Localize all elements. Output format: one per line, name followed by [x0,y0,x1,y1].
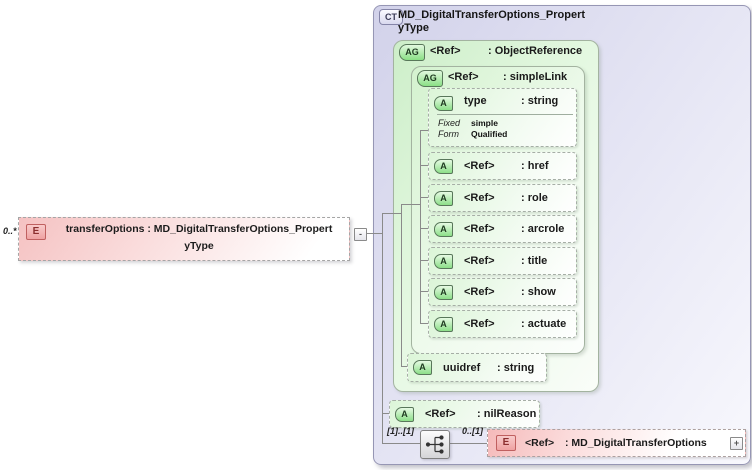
connector-line [421,323,430,324]
attributegroup-badge-simplelink: AG [417,70,443,87]
attribute-name: <Ref> [464,286,495,298]
attributegroup-name-objectreference: <Ref> [430,45,461,57]
attribute-row-title[interactable]: A <Ref> : title [428,247,577,275]
collapse-button[interactable]: - [354,228,367,241]
connector-line [421,260,430,261]
facet-form: Form Qualified [438,129,568,139]
connector-line [401,204,402,367]
attribute-name: <Ref> [464,318,495,330]
attribute-badge: A [434,96,453,111]
sequence-icon[interactable] [420,430,450,459]
attribute-row-show[interactable]: A <Ref> : show [428,278,577,306]
facet-fixed: Fixed simple [438,118,568,128]
attribute-type: : string [521,95,559,107]
element-badge: E [26,224,46,240]
attribute-name: <Ref> [464,192,495,204]
attribute-row-arcrole[interactable]: A <Ref> : arcrole [428,215,577,243]
attribute-row-role[interactable]: A <Ref> : role [428,184,577,212]
attribute-row-uuidref[interactable]: A uuidref : string [407,353,547,382]
attribute-badge: A [434,253,453,269]
attribute-type: : nilReason [477,408,537,420]
complextype-title: MD_DigitalTransferOptions_Propert yType [398,9,585,35]
facet-label-fixed: Fixed [438,118,461,128]
attributegroup-name-simplelink: <Ref> [448,71,479,83]
connector-line [383,413,390,414]
sequence-glyph [425,435,444,454]
connector-line [420,130,421,324]
attribute-type: : show [521,286,556,298]
cardinality-label-source: 0..* [3,226,17,236]
element-label-line2: yType [184,240,214,252]
attribute-type: : string [497,361,535,374]
cardinality-left: [1]..[1] [387,426,414,436]
attribute-name: <Ref> [464,223,495,235]
attribute-badge: A [434,284,453,300]
attribute-type: : arcrole [521,223,565,235]
attribute-badge: A [434,316,453,332]
element-ref-name: <Ref> [525,437,555,449]
connector-line [402,204,421,205]
facet-separator [437,114,573,115]
attribute-name: <Ref> [425,408,456,420]
attribute-name: <Ref> [464,255,495,267]
attribute-badge: A [434,221,453,237]
cardinality-right: 0..[1] [462,426,484,436]
connector-line [421,165,430,166]
attributegroup-type-objectreference: : ObjectReference [488,45,583,57]
facet-value-fixed: simple [471,118,498,128]
facet-value-form: Qualified [471,129,508,139]
attribute-row-href[interactable]: A <Ref> : href [428,152,577,180]
attribute-type: : actuate [521,318,567,330]
attributegroup-badge-objectreference: AG [399,44,425,61]
connector-line [382,213,383,444]
complextype-title-line2: yType [398,22,429,34]
connector-line [365,233,382,234]
attribute-row-type[interactable]: A type : string Fixed simple Form Qualif… [428,88,577,147]
complextype-badge: CT [379,9,403,25]
attribute-name: type [464,95,487,107]
attribute-type: : href [521,160,549,172]
attribute-row-nilreason[interactable]: A <Ref> : nilReason [389,400,540,428]
attribute-name: uuidref [443,361,481,374]
attribute-type: : title [521,255,548,267]
attribute-type: : role [521,192,548,204]
element-box-md-digitaltransferoptions[interactable]: E <Ref> : MD_DigitalTransferOptions [487,429,746,457]
attribute-badge: A [395,406,414,422]
element-label-line1: transferOptions : MD_DigitalTransferOpti… [65,223,333,235]
element-label: transferOptions : MD_DigitalTransferOpti… [53,221,345,255]
attribute-row-actuate[interactable]: A <Ref> : actuate [428,310,577,338]
facet-label-form: Form [438,129,459,139]
complextype-title-line1: MD_DigitalTransferOptions_Propert [398,9,586,21]
attributegroup-type-simplelink: : simpleLink [503,71,568,83]
element-box-transferoptions[interactable]: E transferOptions : MD_DigitalTransferOp… [18,217,350,261]
connector-line [421,228,430,229]
expand-button[interactable]: + [730,437,743,450]
attribute-name: <Ref> [464,160,495,172]
connector-line [402,366,408,367]
connector-line [383,213,402,214]
connector-line [421,130,428,131]
connector-line [383,443,420,444]
connector-line [448,443,487,444]
attribute-badge: A [413,360,432,375]
attribute-badge: A [434,190,453,206]
element-badge: E [496,435,516,451]
connector-line [421,291,430,292]
connector-line [421,197,430,198]
attribute-badge: A [434,158,453,174]
element-ref-type: : MD_DigitalTransferOptions [565,437,707,449]
